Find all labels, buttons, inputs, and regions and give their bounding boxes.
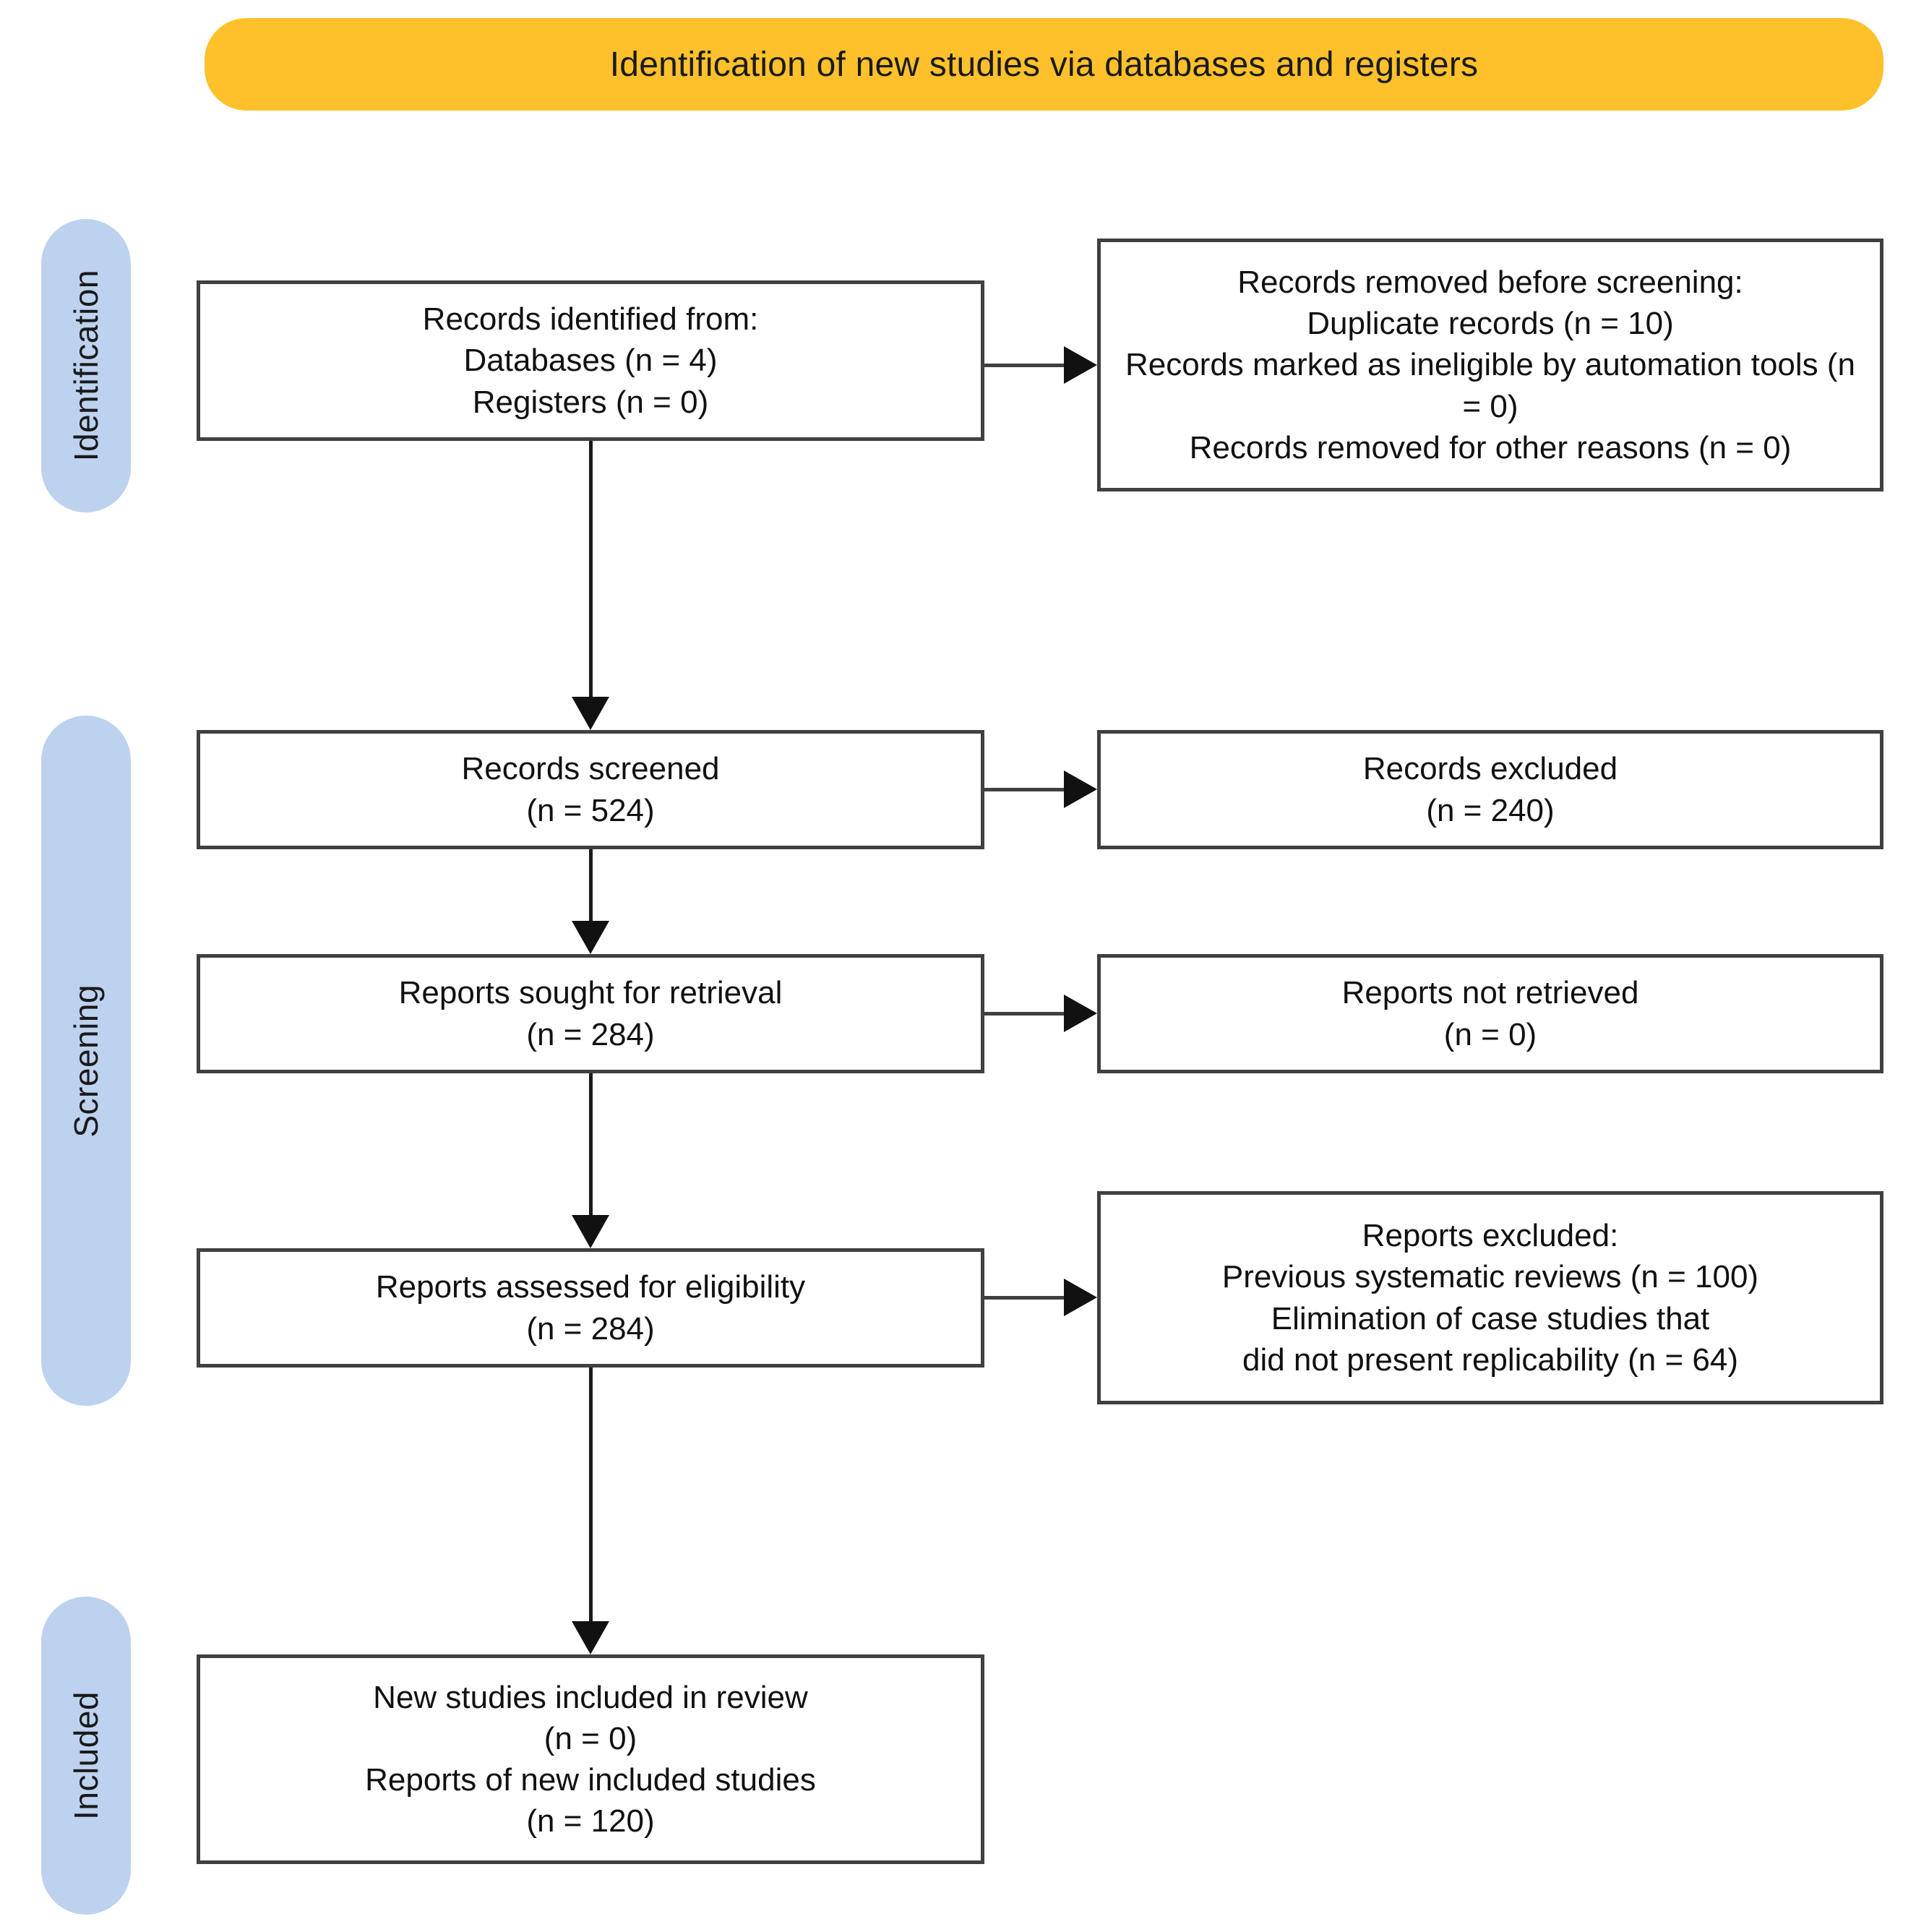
connector-sought-to-assessed — [589, 1073, 593, 1216]
connector-identified-to-removed — [984, 364, 1064, 367]
box-line: Reports of new included studies — [365, 1762, 816, 1798]
box-line: (n = 240) — [1426, 792, 1555, 828]
connector-identified-to-screened — [589, 441, 593, 697]
box-records-removed-before-screening: Records removed before screening: Duplic… — [1097, 239, 1883, 491]
stage-label-screening: Screening — [67, 984, 105, 1138]
stage-pill-screening: Screening — [41, 716, 131, 1406]
box-reports-assessed-for-eligibility: Reports assessed for eligibility (n = 28… — [197, 1248, 984, 1368]
box-new-studies-included: New studies included in review (n = 0) R… — [197, 1654, 984, 1864]
box-line: Reports assessed for eligibility — [375, 1269, 806, 1305]
arrowhead-down-to-included — [572, 1621, 609, 1654]
stage-label-included: Included — [67, 1691, 105, 1820]
box-line: Reports excluded: — [1362, 1218, 1619, 1254]
box-line: (n = 524) — [526, 792, 655, 828]
box-line: Records identified from: — [422, 301, 759, 338]
stage-pill-identification: Identification — [41, 219, 131, 512]
box-line: Registers (n = 0) — [472, 384, 709, 420]
box-line: Records marked as ineligible by automati… — [1125, 347, 1856, 424]
box-line: Records removed before screening: — [1237, 265, 1743, 301]
box-line: Reports not retrieved — [1341, 975, 1639, 1011]
diagram-title: Identification of new studies via databa… — [609, 45, 1479, 84]
connector-assessed-to-included — [589, 1368, 593, 1622]
arrowhead-right-to-removed — [1064, 346, 1097, 384]
box-line: Records removed for other reasons (n = 0… — [1189, 429, 1792, 465]
connector-sought-to-not-retrieved — [984, 1012, 1064, 1016]
arrowhead-down-to-assessed — [572, 1215, 609, 1248]
box-records-screened: Records screened (n = 524) — [197, 730, 984, 849]
connector-assessed-to-reports-excluded — [984, 1296, 1064, 1300]
box-line: (n = 284) — [526, 1016, 655, 1052]
box-line: Elimination of case studies that — [1271, 1300, 1710, 1336]
box-line: (n = 284) — [526, 1310, 655, 1347]
box-reports-sought-for-retrieval: Reports sought for retrieval (n = 284) — [197, 954, 984, 1073]
box-line: (n = 0) — [544, 1720, 637, 1756]
box-line: Databases (n = 4) — [463, 343, 718, 379]
box-records-identified: Records identified from: Databases (n = … — [197, 280, 984, 441]
connector-screened-to-excluded — [984, 788, 1064, 791]
box-line: did not present replicability (n = 64) — [1242, 1341, 1739, 1378]
connector-screened-to-sought — [589, 849, 593, 922]
box-line: Previous systematic reviews (n = 100) — [1221, 1259, 1759, 1295]
box-line: Records screened — [461, 751, 720, 787]
arrowhead-down-to-sought — [572, 921, 609, 954]
arrowhead-down-to-screened — [572, 697, 609, 730]
box-reports-not-retrieved: Reports not retrieved (n = 0) — [1097, 954, 1883, 1073]
box-line: Duplicate records (n = 10) — [1307, 306, 1674, 342]
box-line: Reports sought for retrieval — [398, 975, 783, 1011]
stage-pill-included: Included — [41, 1597, 131, 1915]
diagram-header-banner: Identification of new studies via databa… — [205, 18, 1883, 111]
box-line: Records excluded — [1362, 751, 1618, 787]
box-reports-excluded: Reports excluded: Previous systematic re… — [1097, 1191, 1883, 1404]
arrowhead-right-to-not-retrieved — [1064, 995, 1097, 1032]
box-line: (n = 120) — [526, 1803, 655, 1839]
box-line: New studies included in review — [373, 1679, 808, 1715]
box-line: (n = 0) — [1443, 1016, 1537, 1052]
arrowhead-right-to-reports-excluded — [1064, 1279, 1097, 1316]
box-records-excluded: Records excluded (n = 240) — [1097, 730, 1883, 849]
stage-label-identification: Identification — [67, 270, 105, 462]
arrowhead-right-to-excluded — [1064, 770, 1097, 808]
